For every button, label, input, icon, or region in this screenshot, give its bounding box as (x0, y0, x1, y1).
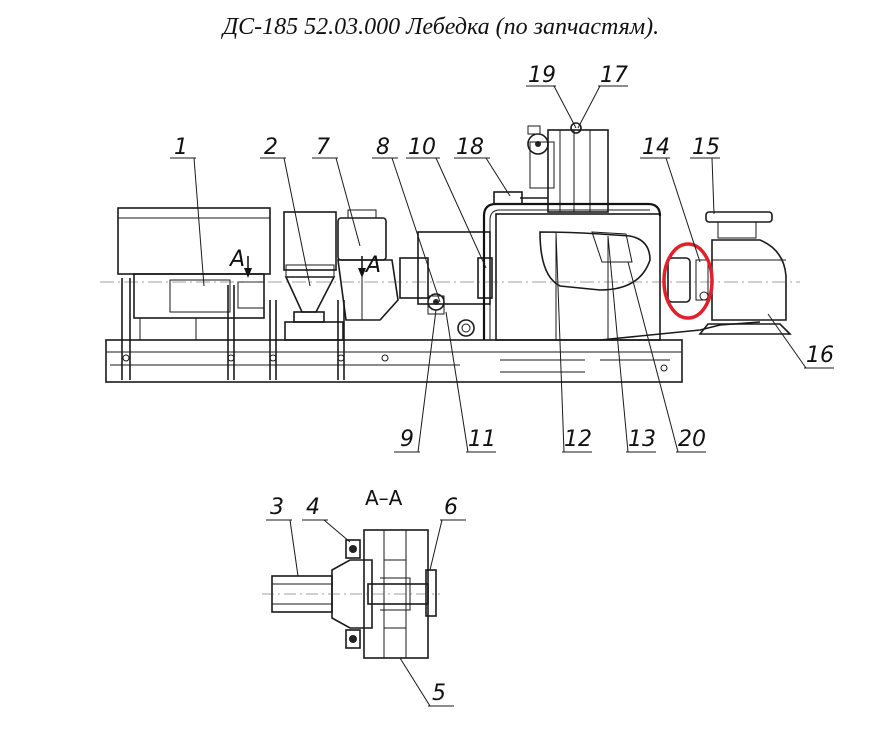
section-mark-left: А (228, 247, 245, 272)
main-view: А А (100, 122, 800, 383)
callout-6: 6 (444, 495, 458, 520)
callout-1: 1 (174, 135, 188, 160)
section-mark: А А (228, 247, 381, 278)
callouts-section: 3 4 6 5 (266, 495, 466, 707)
callout-9: 9 (400, 427, 414, 452)
gearbox (399, 231, 493, 337)
callout-3: 3 (270, 495, 284, 520)
callout-18: 18 (456, 135, 484, 160)
rope-guide-stand (493, 122, 609, 213)
callout-13: 13 (628, 427, 656, 452)
drawing-title: ДС-185 52.03.000 Лебедка (по запчастям). (222, 14, 660, 40)
section-title: А–А (365, 486, 403, 510)
coupling-brake (283, 211, 344, 341)
callout-17: 17 (600, 63, 628, 88)
callout-8: 8 (376, 135, 390, 160)
callout-11: 11 (468, 427, 496, 452)
callout-14: 14 (642, 135, 670, 160)
section-mark-right: А (364, 253, 381, 278)
highlight-ellipse (662, 242, 714, 320)
callout-10: 10 (408, 135, 436, 160)
callouts-top: 1 2 7 8 10 18 19 17 14 15 (170, 63, 720, 303)
callout-7: 7 (316, 135, 330, 160)
callout-19: 19 (528, 63, 556, 88)
section-view: А–А (262, 486, 440, 659)
callouts-bottom: 9 11 12 13 20 16 (394, 231, 834, 453)
callout-2: 2 (264, 135, 278, 160)
callout-5: 5 (432, 681, 446, 706)
electric-motor (117, 207, 271, 340)
callout-12: 12 (564, 427, 592, 452)
callout-16: 16 (806, 343, 834, 368)
callout-20: 20 (678, 427, 706, 452)
callout-4: 4 (306, 495, 320, 520)
drum-housing (482, 202, 662, 341)
guard (667, 257, 709, 303)
end-block (698, 211, 792, 335)
callout-15: 15 (692, 135, 720, 160)
